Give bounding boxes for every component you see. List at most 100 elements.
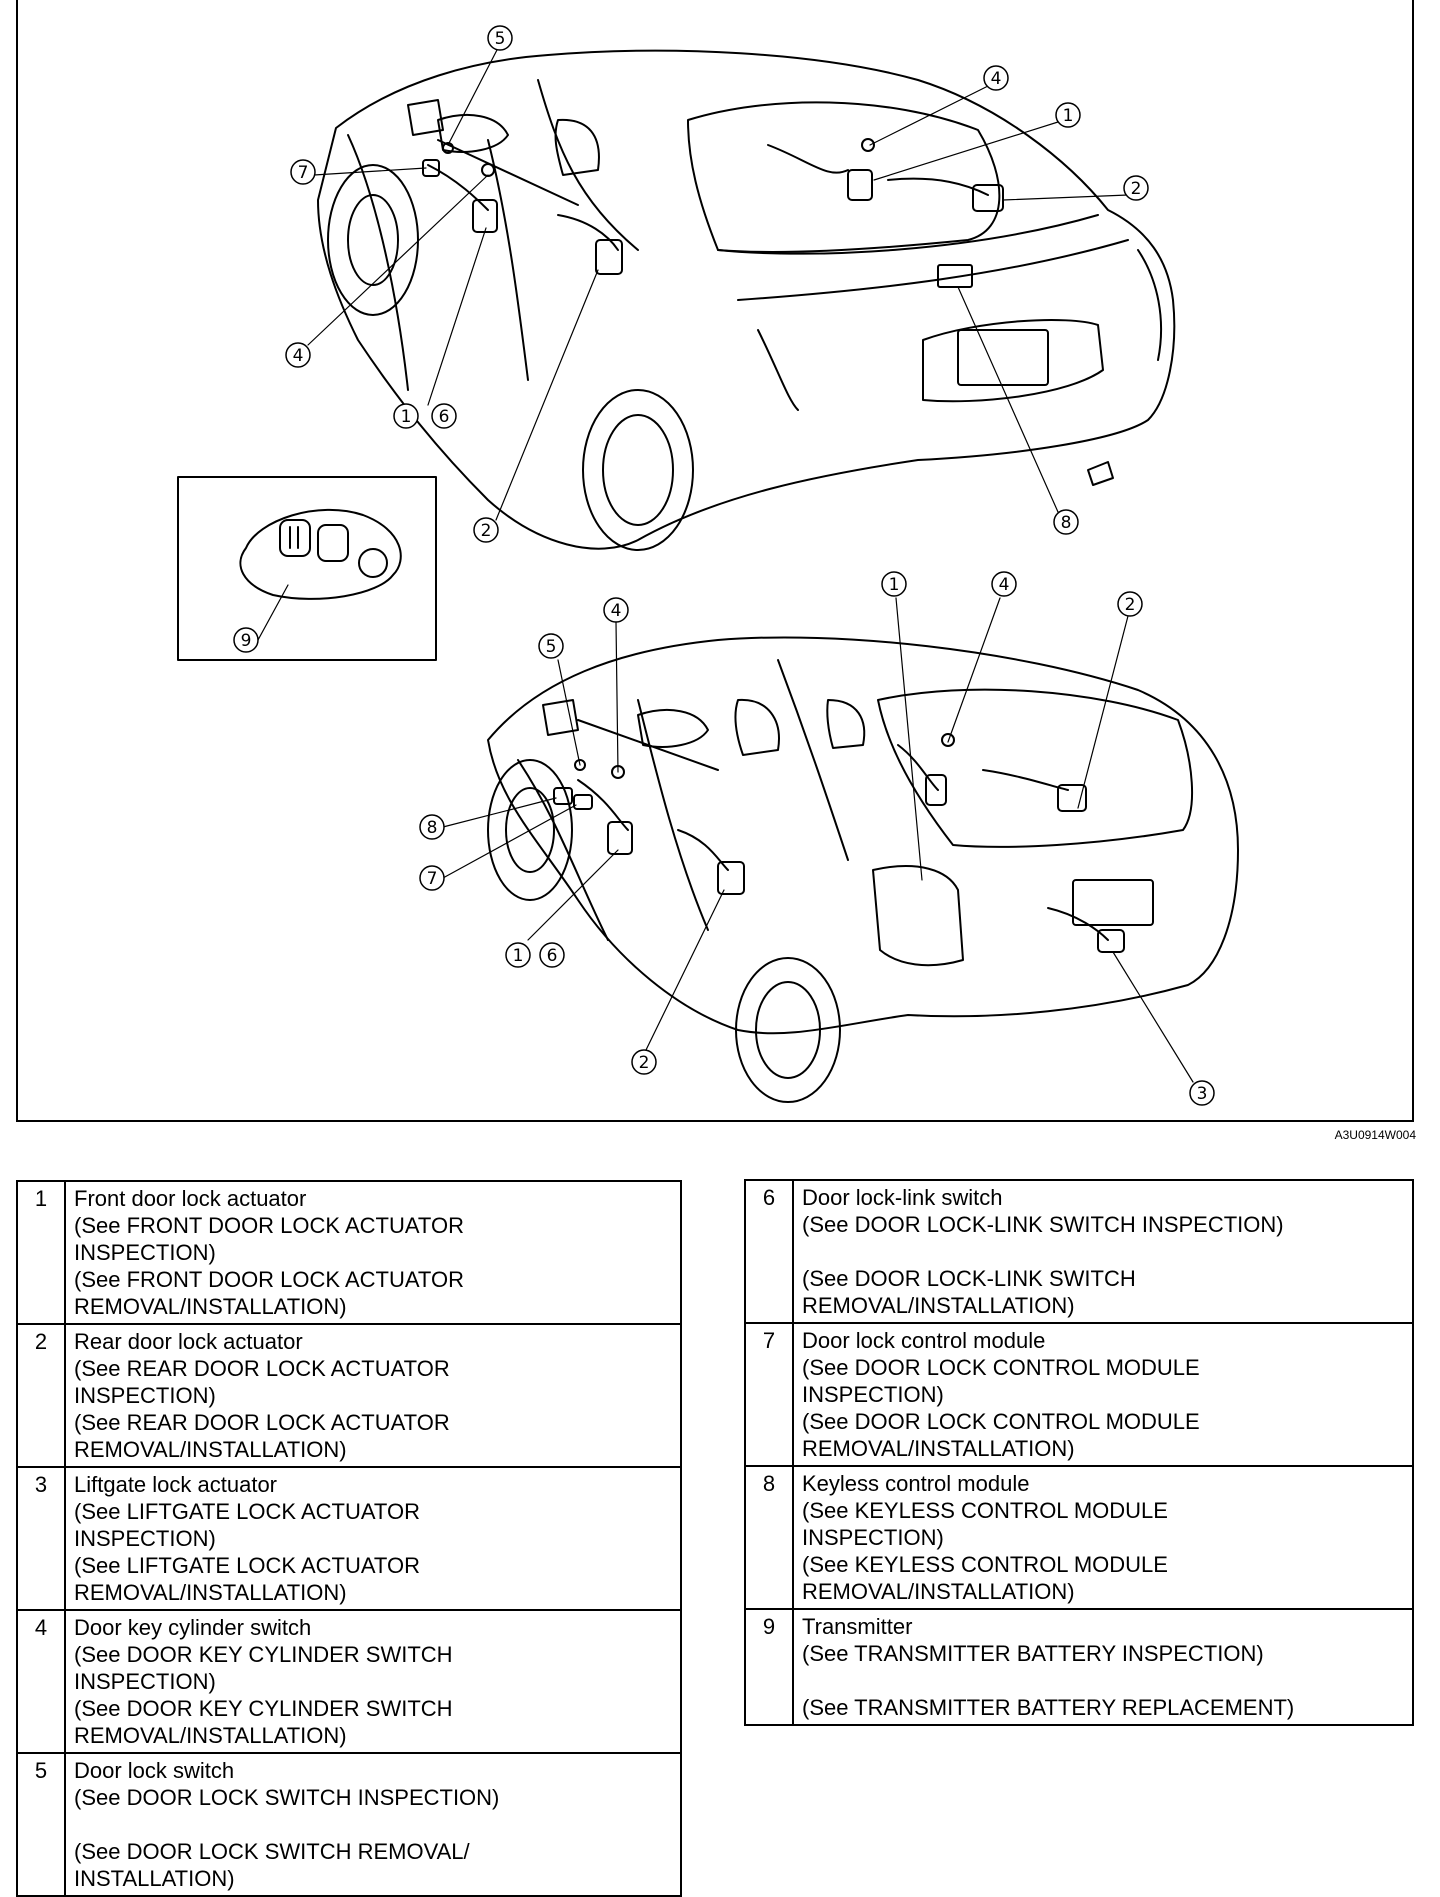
callout-number: 1: [889, 575, 900, 595]
part-reference: (See FRONT DOOR LOCK ACTUATOR: [74, 1267, 464, 1292]
part-name: Door lock switch: [74, 1758, 235, 1783]
callout-hatch-4: 5: [538, 633, 564, 659]
callout-sedan-1: 5: [487, 25, 513, 51]
part-description: Rear door lock actuator(See REAR DOOR LO…: [64, 1323, 682, 1468]
callout-number: 6: [547, 946, 558, 966]
sedan-illustration: [317, 49, 1176, 551]
callout-sedan-8: 6: [431, 403, 457, 429]
part-reference: INSPECTION): [74, 1240, 216, 1265]
part-reference: REMOVAL/INSTALLATION): [74, 1437, 347, 1462]
callout-keyfob-1: 9: [233, 627, 259, 653]
part-reference: INSPECTION): [802, 1525, 944, 1550]
callout-sedan-10: 8: [1053, 509, 1079, 535]
part-name: Rear door lock actuator: [74, 1329, 303, 1354]
callout-number: 5: [546, 637, 557, 657]
callout-number: 4: [991, 69, 1002, 89]
callout-number: 8: [1061, 513, 1072, 533]
callout-sedan-7: 1: [393, 403, 419, 429]
callout-number: 2: [1125, 595, 1136, 615]
callout-hatch-8: 1: [505, 942, 531, 968]
callout-number: 7: [298, 163, 309, 183]
part-reference: REMOVAL/INSTALLATION): [802, 1293, 1075, 1318]
part-reference: (See DOOR LOCK SWITCH INSPECTION): [74, 1785, 500, 1810]
callout-number: 3: [1197, 1084, 1208, 1104]
part-number: 6: [744, 1179, 794, 1324]
callout-hatch-6: 8: [419, 814, 445, 840]
callout-sedan-6: 4: [285, 342, 311, 368]
callout-number: 7: [427, 869, 438, 889]
callout-number: 2: [481, 521, 492, 541]
part-reference: REMOVAL/INSTALLATION): [74, 1723, 347, 1748]
part-number: 9: [744, 1608, 794, 1726]
part-description: Front door lock actuator(See FRONT DOOR …: [64, 1180, 682, 1325]
part-reference: (See REAR DOOR LOCK ACTUATOR: [74, 1356, 450, 1381]
callout-sedan-5: 2: [1123, 175, 1149, 201]
callout-hatch-10: 2: [631, 1049, 657, 1075]
ref-spacer: [802, 1667, 1404, 1694]
part-reference: (See DOOR KEY CYLINDER SWITCH: [74, 1696, 453, 1721]
part-reference: REMOVAL/INSTALLATION): [74, 1294, 347, 1319]
part-reference: (See TRANSMITTER BATTERY REPLACEMENT): [802, 1695, 1295, 1720]
part-reference: INSPECTION): [74, 1526, 216, 1551]
part-reference: (See DOOR LOCK SWITCH REMOVAL/: [74, 1839, 470, 1864]
callout-number: 2: [639, 1053, 650, 1073]
sedan-leaders: [307, 47, 1129, 521]
part-row-3: 3 Liftgate lock actuator (See LIFTGATE LOC…: [16, 1466, 682, 1611]
part-name: Liftgate lock actuator: [74, 1472, 278, 1497]
callout-sedan-3: 1: [1055, 102, 1081, 128]
part-number: 8: [744, 1465, 794, 1610]
part-name: Front door lock actuator: [74, 1186, 307, 1211]
callout-number: 4: [999, 575, 1010, 595]
callout-hatch-11: 3: [1189, 1080, 1215, 1106]
part-reference: (See DOOR LOCK CONTROL MODULE: [802, 1355, 1200, 1380]
part-reference: REMOVAL/INSTALLATION): [802, 1579, 1075, 1604]
part-row-9: 9 Transmitter(See TRANSMITTER BATTERY INS…: [744, 1608, 1414, 1726]
part-description: Liftgate lock actuator (See LIFTGATE LOCK…: [64, 1466, 682, 1611]
part-description: Door key cylinder switch(See DOOR KEY CY…: [64, 1609, 682, 1754]
part-number: 7: [744, 1322, 794, 1467]
part-reference: (See REAR DOOR LOCK ACTUATOR: [74, 1410, 450, 1435]
callout-hatch-2: 4: [991, 571, 1017, 597]
callout-number: 1: [513, 946, 524, 966]
callout-sedan-2: 4: [983, 65, 1009, 91]
callout-hatch-5: 4: [603, 597, 629, 623]
part-reference: (See LIFTGATE LOCK ACTUATOR: [74, 1553, 420, 1578]
part-reference: REMOVAL/INSTALLATION): [74, 1580, 347, 1605]
part-reference: (See DOOR LOCK CONTROL MODULE: [802, 1409, 1200, 1434]
callout-hatch-9: 6: [539, 942, 565, 968]
part-description: Door lock switch(See DOOR LOCK SWITCH IN…: [64, 1752, 682, 1897]
part-description: Door lock-link switch(See DOOR LOCK-LINK…: [792, 1179, 1414, 1324]
part-reference: (See DOOR KEY CYLINDER SWITCH: [74, 1642, 453, 1667]
part-name: Door lock control module: [802, 1328, 1046, 1353]
part-number: 5: [16, 1752, 66, 1897]
part-reference: (See TRANSMITTER BATTERY INSPECTION): [802, 1641, 1264, 1666]
part-reference: INSPECTION): [74, 1383, 216, 1408]
callout-sedan-4: 7: [290, 159, 316, 185]
part-number: 3: [16, 1466, 66, 1611]
callout-number: 4: [611, 601, 622, 621]
ref-spacer: [74, 1811, 672, 1838]
part-name: Transmitter: [802, 1614, 913, 1639]
part-number: 1: [16, 1180, 66, 1325]
part-reference: INSTALLATION): [74, 1866, 235, 1891]
part-number: 2: [16, 1323, 66, 1468]
part-reference: INSPECTION): [802, 1382, 944, 1407]
part-reference: (See KEYLESS CONTROL MODULE: [802, 1498, 1168, 1523]
callout-hatch-3: 2: [1117, 591, 1143, 617]
part-reference: (See FRONT DOOR LOCK ACTUATOR: [74, 1213, 464, 1238]
callout-number: 2: [1131, 179, 1142, 199]
keyfob-panel: [177, 476, 437, 661]
part-description: Keyless control module(See KEYLESS CONTR…: [792, 1465, 1414, 1610]
figure-code: A3U0914W004: [1334, 1128, 1416, 1142]
part-reference: REMOVAL/INSTALLATION): [802, 1436, 1075, 1461]
